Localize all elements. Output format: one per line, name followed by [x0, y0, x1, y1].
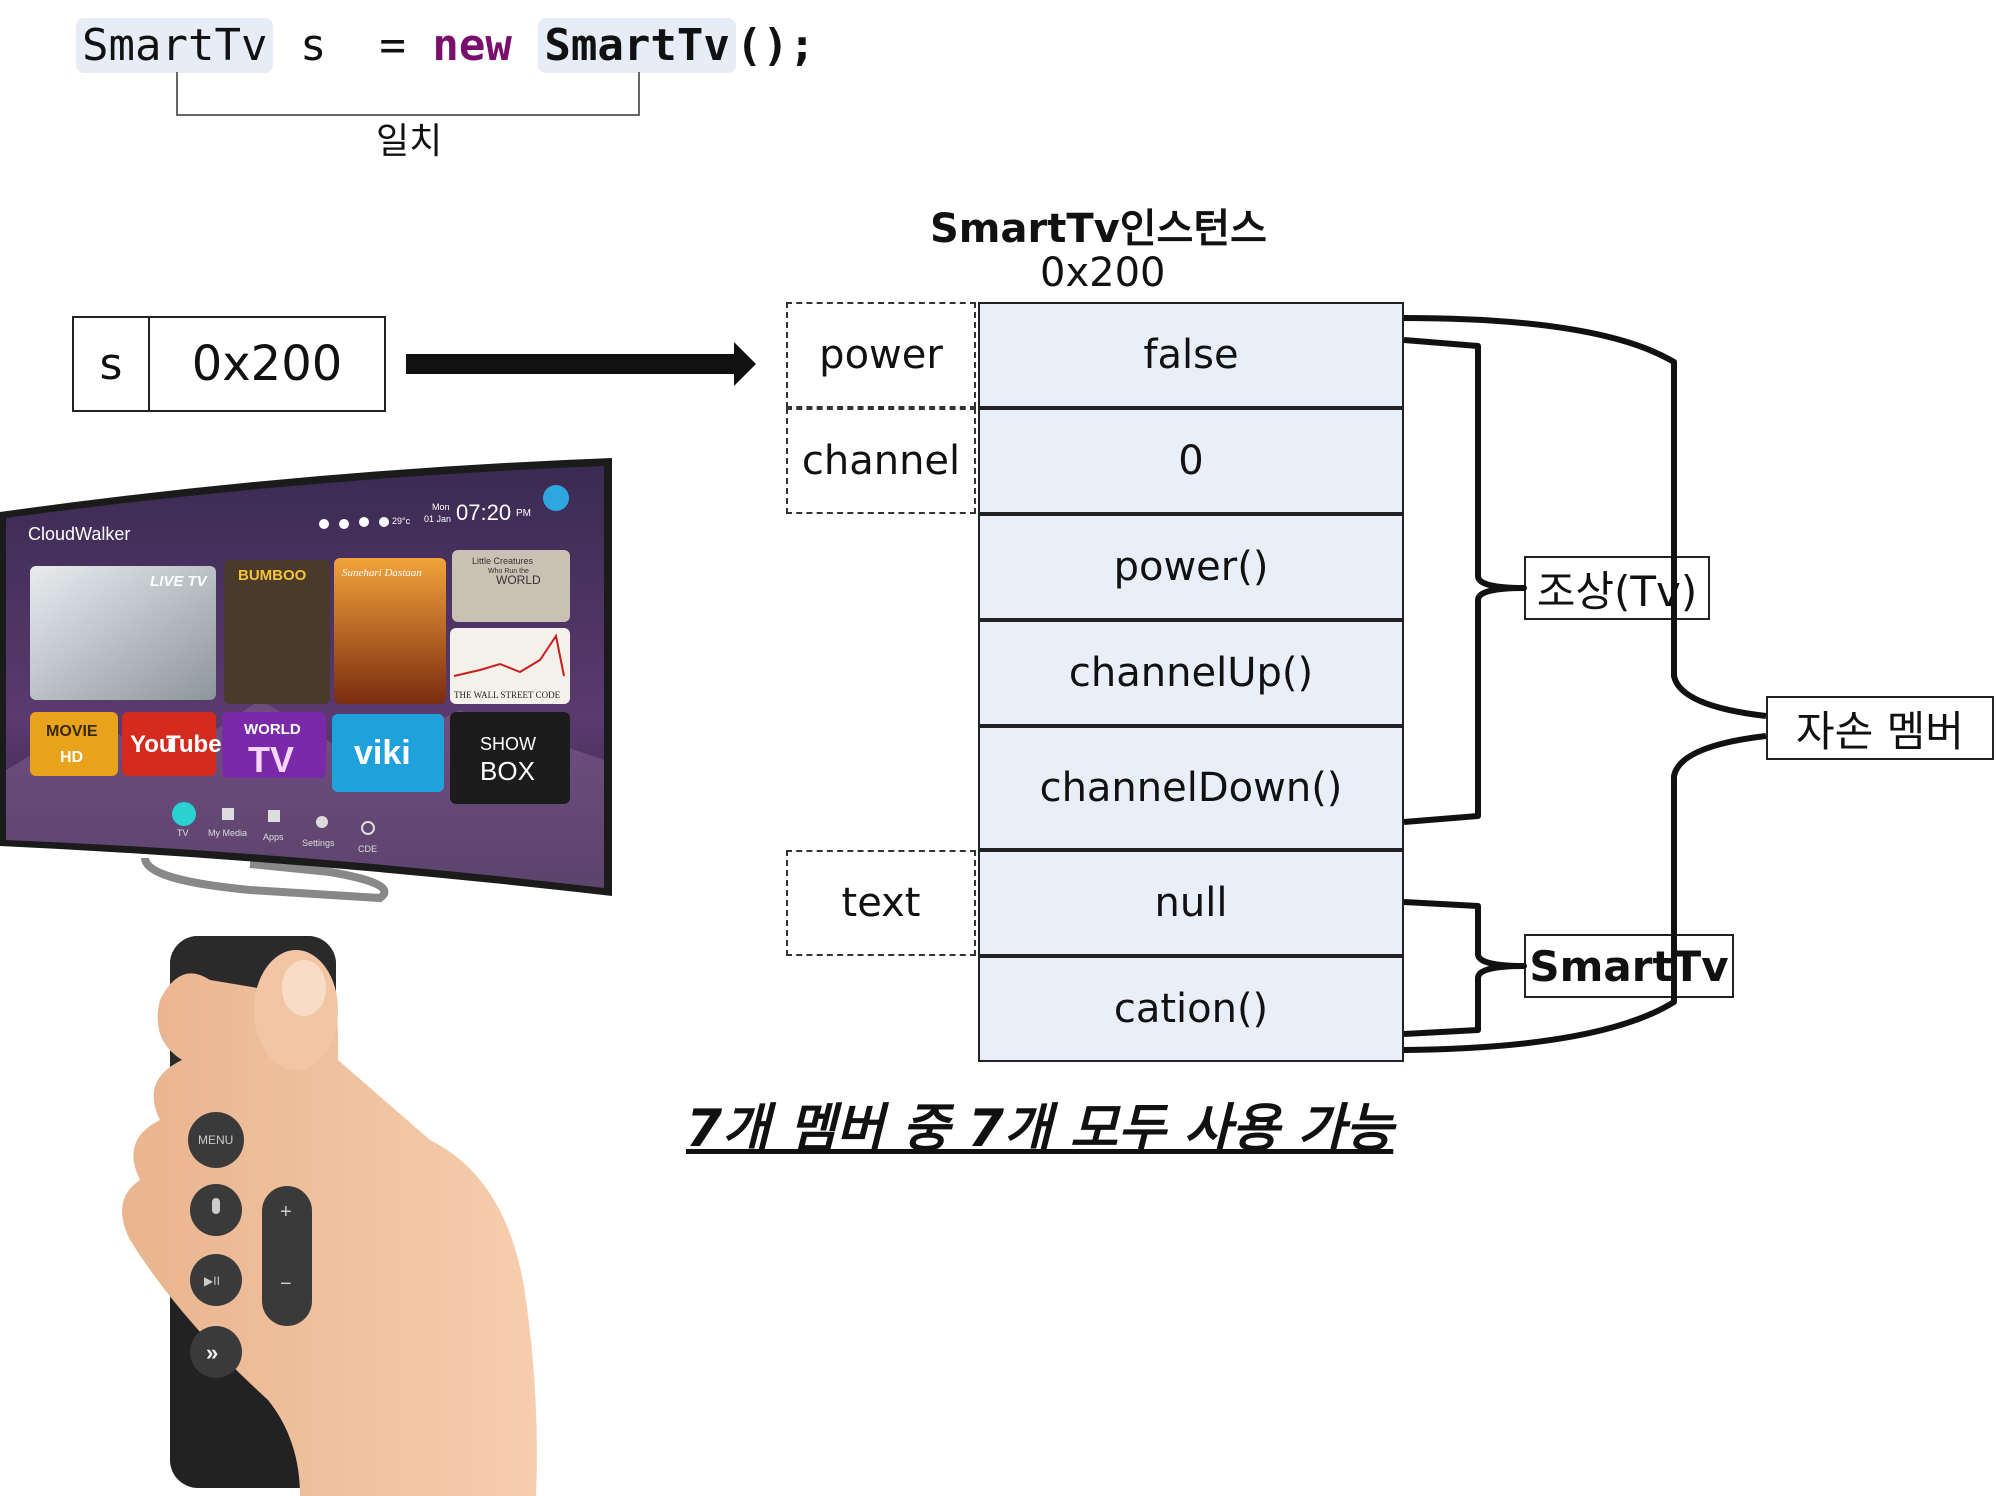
tv-clock: 07:20: [456, 500, 511, 525]
tv-tile-showbox: [450, 712, 570, 804]
tv-tile-world: [222, 712, 326, 778]
remote-fast-forward-button: [190, 1326, 242, 1378]
ancestor-brace: [1403, 337, 1527, 825]
reference-arrow-head: [734, 342, 756, 386]
thumbnail: [282, 960, 326, 1016]
match-bracket: [176, 72, 640, 116]
tv-brand: CloudWalker: [28, 524, 130, 544]
tv-tile-wsj: [450, 628, 570, 704]
tv-tile-dastaan: [334, 558, 446, 704]
tv-nav-media: My Media: [208, 828, 247, 838]
tv-tile-bumboo: [224, 560, 330, 704]
tv-tile-wsj-chart: [453, 633, 565, 677]
tv-tile-youtube: [122, 712, 216, 776]
tv-tile-world-label-1: WORLD: [244, 721, 301, 738]
tv-tile-showbox-label-2: BOX: [480, 756, 535, 786]
tv-nav-tv: TV: [177, 828, 189, 838]
code-line: SmartTv s = new SmartTv();: [76, 18, 816, 73]
tv-profile-icon: [543, 485, 569, 511]
remote-volume-minus: −: [280, 1273, 292, 1295]
tv-date-day: Mon: [432, 502, 450, 512]
tv-tile-little-label-2: Who Run the: [488, 568, 529, 575]
group-label-ancestor: 조상(Tv): [1524, 556, 1710, 620]
field-label-power: power: [786, 302, 976, 408]
member-method-power: power(): [978, 514, 1404, 620]
tv-nav-tv-icon: [172, 802, 196, 826]
tv-tile-viki: [332, 714, 444, 792]
reference-variable-box: s 0x200: [72, 316, 386, 412]
tv-tile-little: [452, 550, 570, 622]
tv-nav-search-icon: [361, 821, 375, 835]
group-label-child-members: 자손 멤버: [1766, 696, 1994, 760]
tv-tile-movie-label-2: HD: [60, 749, 83, 766]
field-label-text: text: [786, 850, 976, 956]
tv-tile-youtube-label-1: You: [130, 731, 174, 758]
remote-in-hand-illustration: MENU + − ▶II »: [122, 936, 537, 1496]
field-label-channel: channel: [786, 408, 976, 514]
code-var-name: s: [299, 20, 327, 71]
member-method-channel-down: channelDown(): [978, 726, 1404, 850]
hand: [122, 958, 537, 1496]
instance-address: 0x200: [1040, 250, 1166, 296]
tv-tile-little-label-1: Little Creatures: [472, 556, 534, 566]
match-label: 일치: [376, 121, 443, 162]
tv-stand: [141, 857, 389, 903]
tv-tile-live: [30, 566, 216, 700]
tv-tile-dastaan-label: Sunehari Dastaan: [342, 567, 422, 579]
tv-temperature: 29°c: [392, 516, 411, 526]
tv-tile-world-label-2: TV: [248, 739, 294, 780]
reference-variable-value: 0x200: [191, 336, 343, 392]
code-type-name: SmartTv: [76, 18, 274, 73]
smart-tv-illustration: CloudWalker 29°c Mon 01 Jan 07:20 PM LIV…: [0, 458, 612, 903]
member-value-text: null: [978, 850, 1404, 956]
member-value-power: false: [978, 302, 1404, 408]
tv-nav-cde: CDE: [358, 844, 377, 854]
remote-menu-button: [188, 1112, 244, 1168]
tv-tile-showbox-label-1: SHOW: [480, 734, 536, 754]
tv-status-icons: [319, 519, 329, 529]
reference-variable-name: s: [74, 318, 150, 410]
tv-tile-wsj-label: THE WALL STREET CODE: [454, 690, 561, 700]
tv-nav-media-icon: [222, 808, 234, 820]
tv-nav-settings-icon: [316, 816, 328, 828]
code-ctor-name: SmartTv: [538, 18, 736, 73]
tv-date-date: 01 Jan: [424, 514, 451, 524]
tv-tile-live-label: LIVE TV: [150, 573, 209, 590]
remote-volume-rocker: [262, 1186, 312, 1326]
mic-icon: [212, 1198, 220, 1214]
remote-play-pause-label: ▶II: [204, 1274, 220, 1288]
member-method-cation: cation(): [978, 956, 1404, 1062]
member-method-channel-up: channelUp(): [978, 620, 1404, 726]
tv-tile-youtube-label-2: Tube: [166, 731, 222, 758]
instance-title: SmartTv인스턴스: [930, 206, 1267, 252]
member-value-channel: 0: [978, 408, 1404, 514]
tv-tile-bumboo-label: BUMBOO: [238, 567, 307, 584]
remote-fast-forward-label: »: [206, 1340, 218, 1365]
child-members-brace: [1403, 315, 1767, 1053]
tv-tile-little-label-3: WORLD: [496, 573, 541, 587]
reference-arrow-shaft: [406, 354, 736, 374]
tv-tile-viki-label: viki: [354, 734, 411, 772]
code-ctor-suffix: ();: [735, 20, 816, 71]
tv-clock-ampm: PM: [516, 508, 531, 519]
code-keyword-new: new: [432, 20, 512, 71]
code-equals: =: [379, 20, 406, 71]
tv-nav-settings: Settings: [302, 838, 335, 848]
remote-menu-label: MENU: [198, 1133, 233, 1147]
remote-play-pause-button: [190, 1254, 242, 1306]
tv-nav-apps-icon: [268, 810, 280, 822]
tv-nav-apps: Apps: [263, 832, 284, 842]
caption: 7개 멤버 중 7개 모두 사용 가능: [686, 1099, 1394, 1159]
remote-volume-plus: +: [280, 1201, 292, 1223]
tv-tile-movie: [30, 712, 118, 776]
tv-tile-movie-label-1: MOVIE: [46, 723, 98, 740]
smarttv-brace: [1403, 899, 1527, 1037]
